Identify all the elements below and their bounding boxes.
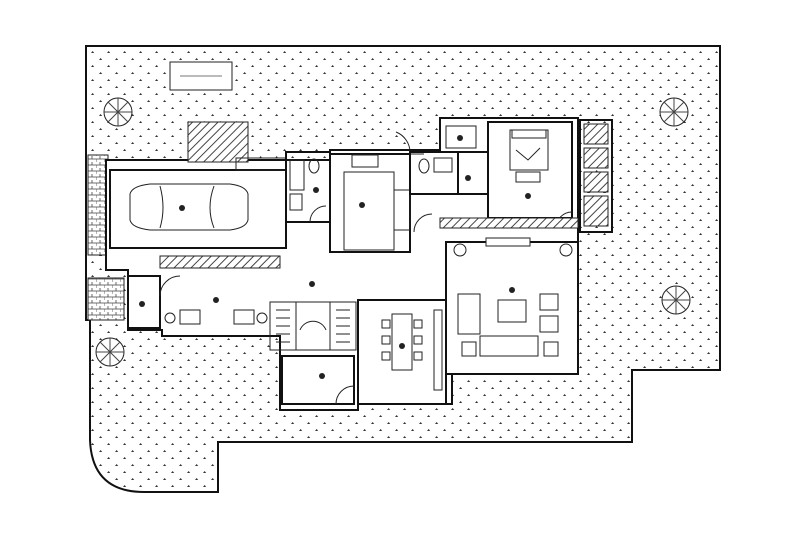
car-icon bbox=[129, 183, 249, 231]
kitchen bbox=[329, 131, 424, 253]
living-room bbox=[445, 237, 579, 375]
tree-icon bbox=[95, 337, 125, 367]
planter bbox=[187, 121, 249, 163]
entrance-hall bbox=[127, 255, 315, 329]
wardrobe bbox=[579, 119, 613, 233]
sofa-set-icon bbox=[457, 293, 559, 357]
dining-area bbox=[357, 299, 447, 405]
lower-room bbox=[281, 355, 355, 405]
dining-table-icon bbox=[381, 313, 423, 371]
tree-icon bbox=[103, 97, 133, 127]
staircase-icon bbox=[269, 301, 357, 351]
tree-icon bbox=[659, 97, 689, 127]
bedroom bbox=[487, 121, 573, 229]
brick-paths bbox=[87, 154, 125, 321]
tree-icon bbox=[661, 285, 691, 315]
